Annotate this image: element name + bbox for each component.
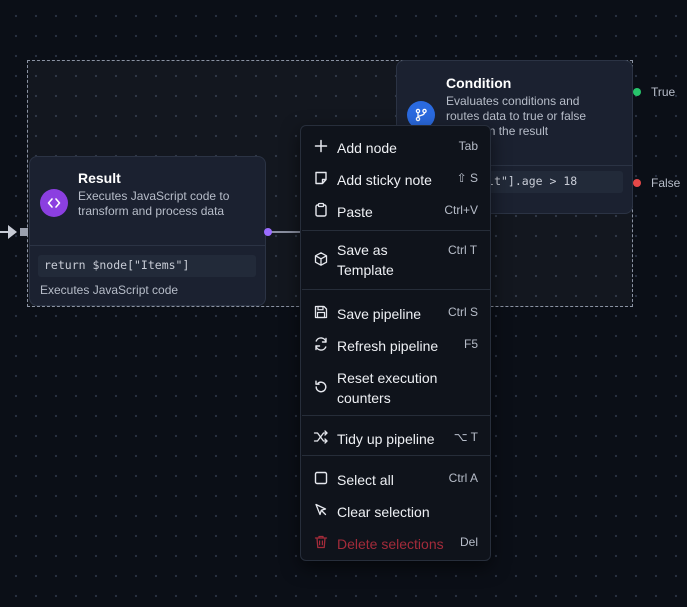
output-port[interactable] — [264, 228, 272, 236]
refresh-icon — [315, 337, 327, 351]
result-node[interactable]: Result Executes JavaScript code to trans… — [29, 156, 266, 306]
node-description: Executes JavaScript code to transform an… — [78, 189, 230, 218]
menu-divider — [302, 415, 491, 416]
menu-item-delete-selections[interactable]: Delete selections Del — [301, 528, 490, 556]
menu-item-label: Reset execution counters — [337, 370, 438, 406]
menu-item-label: Delete selections — [337, 536, 444, 552]
context-menu: Add node Tab Add sticky note ⇧ S Paste C… — [300, 125, 491, 561]
connection-edge[interactable] — [270, 231, 304, 233]
menu-item-shortcut: ⇧ S — [456, 171, 478, 185]
input-arrow-icon[interactable] — [0, 222, 30, 242]
menu-item-shortcut: Tab — [458, 139, 478, 153]
code-icon — [40, 189, 68, 217]
menu-item-select-all[interactable]: Select all Ctrl A — [301, 464, 490, 492]
menu-item-shortcut: Ctrl S — [448, 305, 478, 319]
true-output-port[interactable] — [633, 88, 641, 96]
menu-item-paste[interactable]: Paste Ctrl+V — [301, 196, 490, 224]
menu-item-add-node[interactable]: Add node Tab — [301, 132, 490, 160]
clipboard-icon — [315, 202, 327, 217]
menu-item-label: Add sticky note — [337, 172, 432, 188]
floppy-icon — [314, 305, 328, 319]
menu-item-shortcut: Ctrl+V — [444, 203, 478, 217]
menu-divider — [302, 289, 491, 290]
shuffle-icon — [313, 430, 328, 444]
menu-item-save-as-template[interactable]: Save as Template Ctrl T — [301, 240, 490, 284]
menu-item-label: Select all — [337, 472, 394, 488]
menu-item-tidy-up-pipeline[interactable]: Tidy up pipeline ⌥ T — [301, 423, 490, 451]
menu-item-add-sticky-note[interactable]: Add sticky note ⇧ S — [301, 164, 490, 192]
menu-item-label: Paste — [337, 204, 373, 220]
reset-icon — [315, 380, 327, 393]
menu-item-shortcut: ⌥ T — [453, 430, 478, 444]
square-icon — [314, 471, 328, 485]
menu-item-label: Save as Template — [337, 242, 394, 278]
menu-item-save-pipeline[interactable]: Save pipeline Ctrl S — [301, 298, 490, 326]
node-footer: Executes JavaScript code — [40, 283, 179, 297]
trash-icon — [314, 535, 328, 549]
false-output-label: False — [651, 176, 681, 190]
node-title: Condition — [446, 75, 512, 91]
menu-item-shortcut: Ctrl A — [448, 471, 478, 485]
menu-divider — [302, 230, 491, 231]
menu-divider — [302, 455, 491, 456]
node-title: Result — [78, 170, 121, 186]
true-output-label: True — [651, 85, 676, 99]
menu-item-shortcut: Del — [459, 535, 478, 549]
menu-item-refresh-pipeline[interactable]: Refresh pipeline F5 — [301, 330, 490, 358]
menu-item-label: Tidy up pipeline — [337, 431, 435, 447]
git-branch-icon — [407, 101, 435, 129]
menu-item-clear-selection[interactable]: Clear selection — [301, 496, 490, 524]
menu-item-shortcut: Ctrl T — [448, 243, 478, 257]
menu-item-label: Save pipeline — [337, 306, 422, 322]
menu-item-label: Refresh pipeline — [337, 338, 439, 354]
node-code: return $node["Items"] — [38, 255, 256, 277]
menu-item-reset-execution-counters[interactable]: Reset execution counters — [301, 368, 490, 412]
menu-item-label: Add node — [337, 140, 397, 156]
plus-icon — [314, 139, 328, 153]
node-divider — [397, 165, 632, 166]
cursor-icon — [315, 503, 327, 516]
node-divider — [30, 245, 265, 246]
menu-item-label: Clear selection — [337, 504, 430, 520]
menu-item-shortcut: F5 — [463, 337, 478, 351]
package-icon — [314, 252, 328, 266]
false-output-port[interactable] — [633, 179, 641, 187]
sticky-note-icon — [315, 171, 327, 185]
